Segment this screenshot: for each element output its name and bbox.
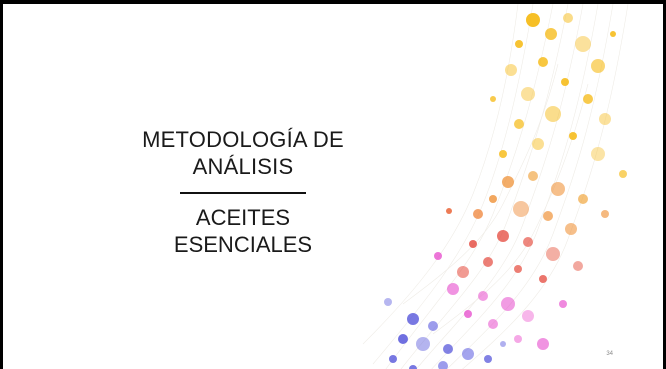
page-number: 34 bbox=[606, 351, 613, 357]
dots-yellow bbox=[490, 13, 627, 178]
decorative-dots-artwork bbox=[362, 4, 629, 369]
slide-subtitle: ACEITES ESENCIALES bbox=[173, 204, 313, 257]
title-block: METODOLOGÍA DE ANÁLISIS ACEITES ESENCIAL… bbox=[133, 126, 353, 258]
title-divider bbox=[180, 192, 306, 194]
slide-title: METODOLOGÍA DE ANÁLISIS bbox=[142, 127, 344, 179]
flow-lines bbox=[362, 4, 629, 369]
dots-blue bbox=[384, 298, 506, 369]
dots-magenta bbox=[434, 252, 567, 350]
dots-red bbox=[457, 230, 583, 283]
dots-orange bbox=[446, 171, 609, 235]
